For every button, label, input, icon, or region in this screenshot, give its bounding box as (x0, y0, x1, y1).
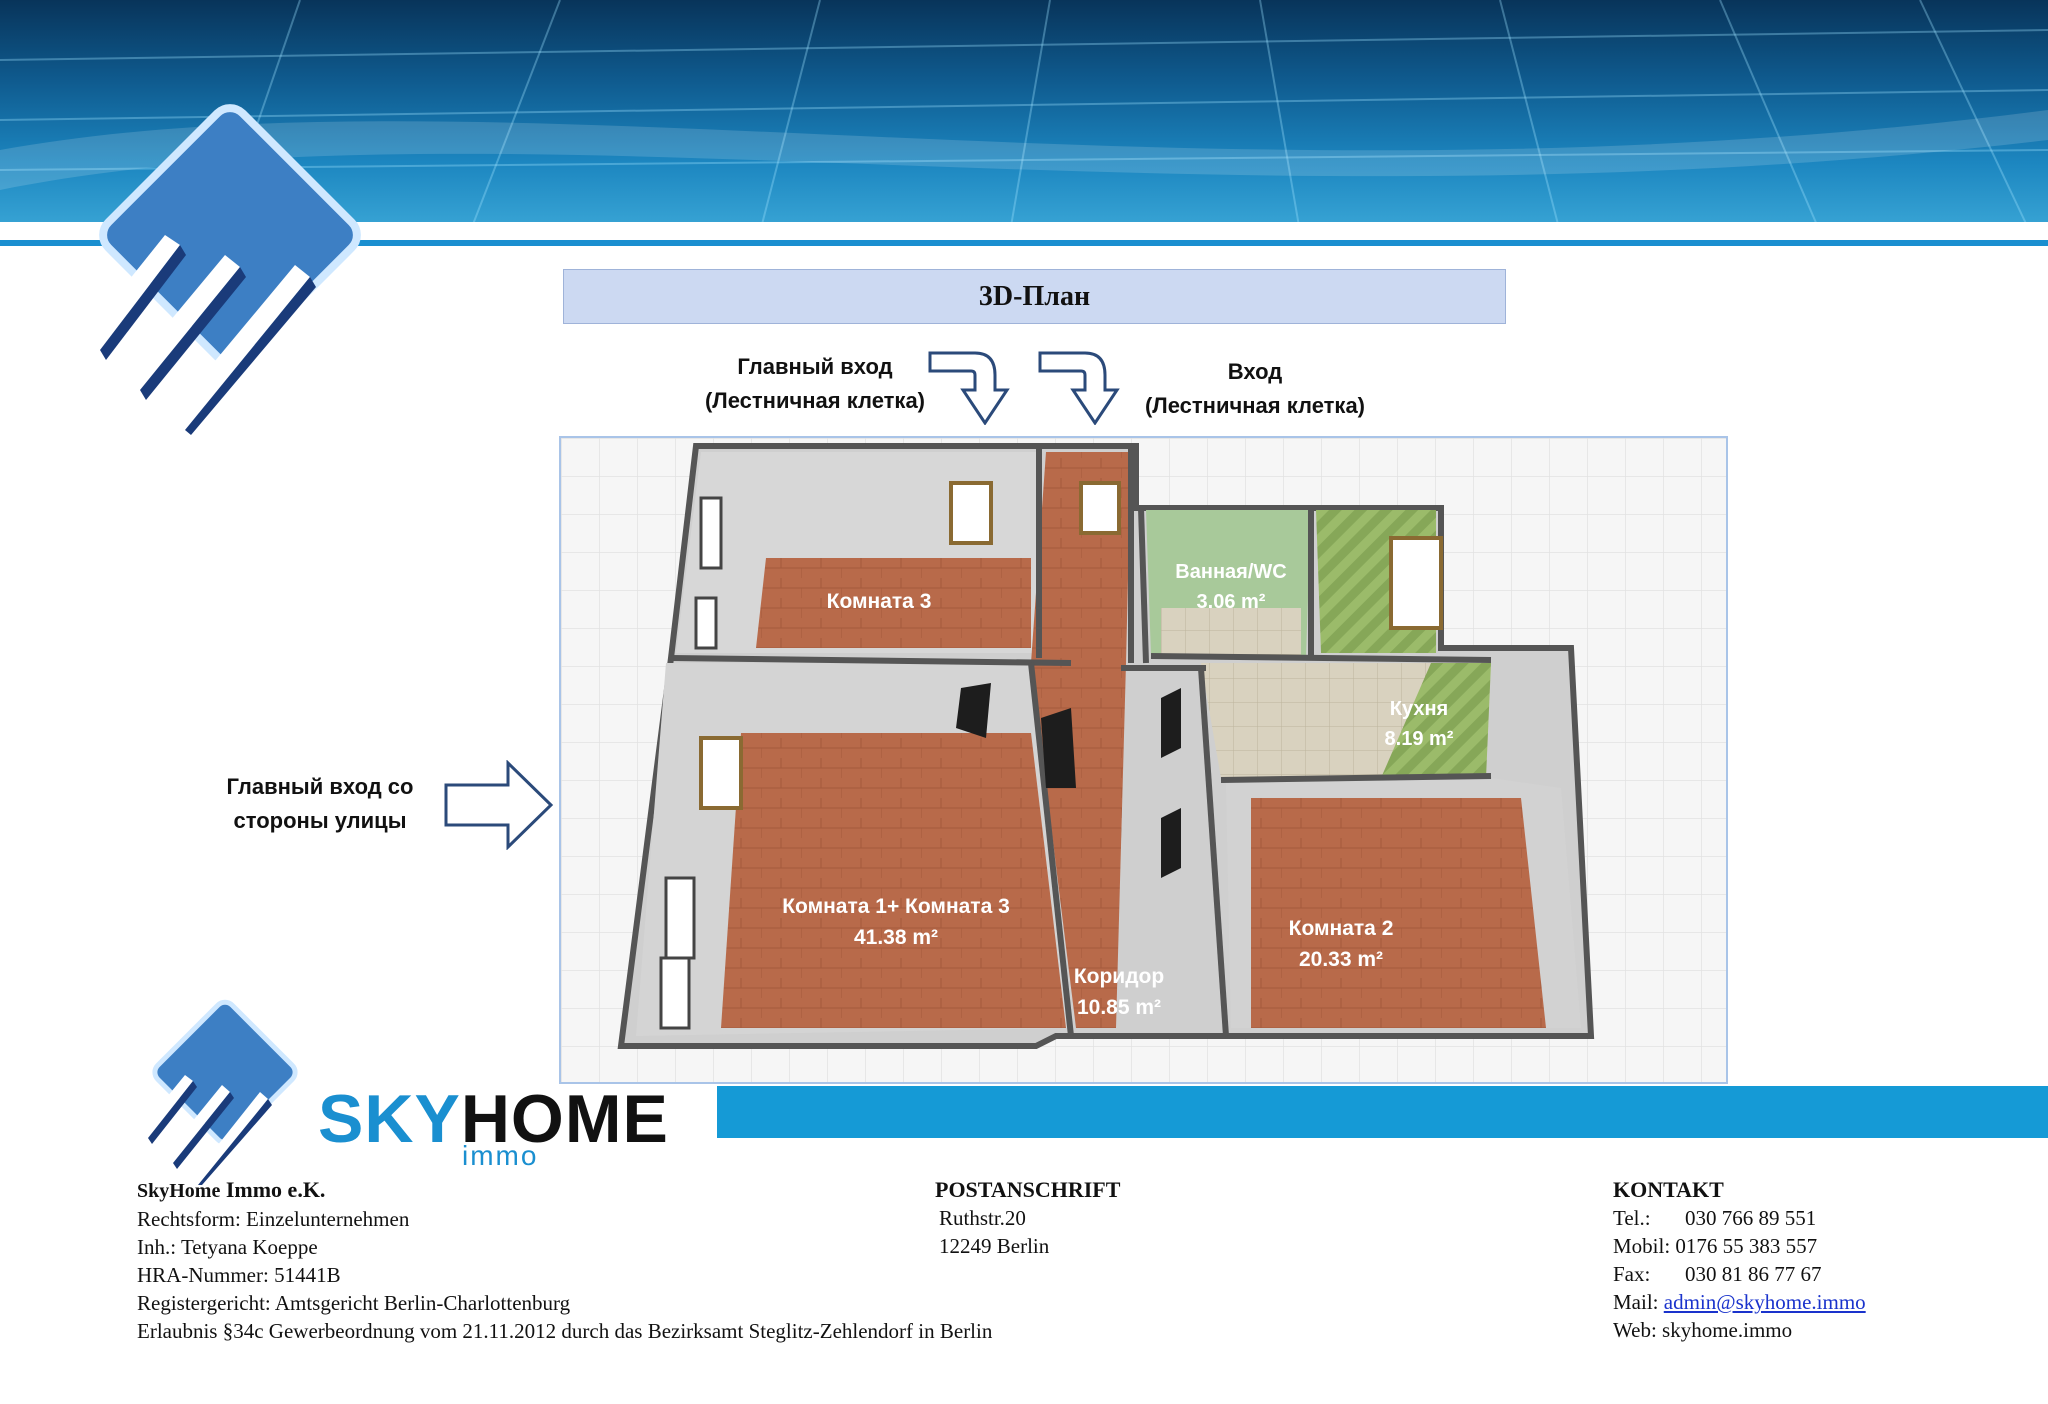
contact-info: KONTAKT Tel.:030 766 89 551 Mobil: 0176 … (1613, 1176, 1866, 1344)
kitchen-area: 8.19 m² (1385, 728, 1454, 750)
room-3-name: Комната 3 (827, 590, 932, 613)
entrance-arrows-icon (928, 351, 1120, 425)
logo-icon (85, 104, 361, 435)
postal-street: Ruthstr.20 (939, 1206, 1026, 1230)
mobil-row: Mobil: 0176 55 383 557 (1613, 1234, 1818, 1258)
room-2-name: Комната 2 (1289, 917, 1394, 940)
main-entrance-label: Главный вход(Лестничная клетка) (704, 354, 926, 413)
room-1-name: Комната 1+ Комната 3 (782, 895, 1010, 918)
corridor-area: 10.85 m² (1077, 996, 1161, 1019)
fax-row: Fax:030 81 86 77 67 (1613, 1262, 1822, 1286)
register-court: Registergericht: Amtsgericht Berlin-Char… (137, 1291, 571, 1315)
postal-title: POSTANSCHRIFT (935, 1177, 1121, 1202)
legal-form: Rechtsform: Einzelunternehmen (137, 1207, 410, 1231)
license-note: Erlaubnis §34c Gewerbeordnung vom 21.11.… (137, 1319, 993, 1343)
hra-number: HRA-Nummer: 51441B (137, 1263, 341, 1287)
bath-area: 3.06 m² (1197, 591, 1266, 613)
header-banner (0, 0, 2048, 232)
contact-title: KONTAKT (1613, 1177, 1724, 1202)
floor-plan: Комната 3 Ванная/WC 3.06 m² Кухня 8.19 m… (559, 436, 1728, 1084)
postal-address: POSTANSCHRIFT Ruthstr.20 12249 Berlin (935, 1176, 1120, 1260)
mail-link[interactable]: admin@skyhome.immo (1663, 1290, 1866, 1314)
corridor-name: Коридор (1074, 965, 1164, 988)
kitchen-name: Кухня (1390, 698, 1448, 720)
owner: Inh.: Tetyana Koeppe (137, 1235, 318, 1259)
bath-name: Ванная/WC (1175, 561, 1286, 583)
company-title: SkyHome Immo e.K. (137, 1177, 326, 1202)
web-row: Web: skyhome.immo (1613, 1318, 1793, 1342)
room-1-area: 41.38 m² (854, 926, 938, 949)
tel-row: Tel.:030 766 89 551 (1613, 1206, 1817, 1230)
plan-title: 3D-План (563, 269, 1506, 324)
postal-city: 12249 Berlin (939, 1234, 1050, 1258)
footer-accent-bar (717, 1086, 2048, 1138)
company-info: SkyHome Immo e.K. Rechtsform: Einzelunte… (137, 1176, 992, 1345)
brand-name: SKYHOME (318, 1081, 669, 1157)
room-2-area: 20.33 m² (1299, 948, 1383, 971)
street-arrow-icon (444, 760, 554, 850)
footer-logo-icon (140, 999, 298, 1185)
brand-sub: immo (462, 1140, 539, 1171)
second-entrance-label: Вход(Лестничная клетка) (1144, 359, 1366, 418)
mail-row: Mail: admin@skyhome.immo (1613, 1290, 1866, 1314)
